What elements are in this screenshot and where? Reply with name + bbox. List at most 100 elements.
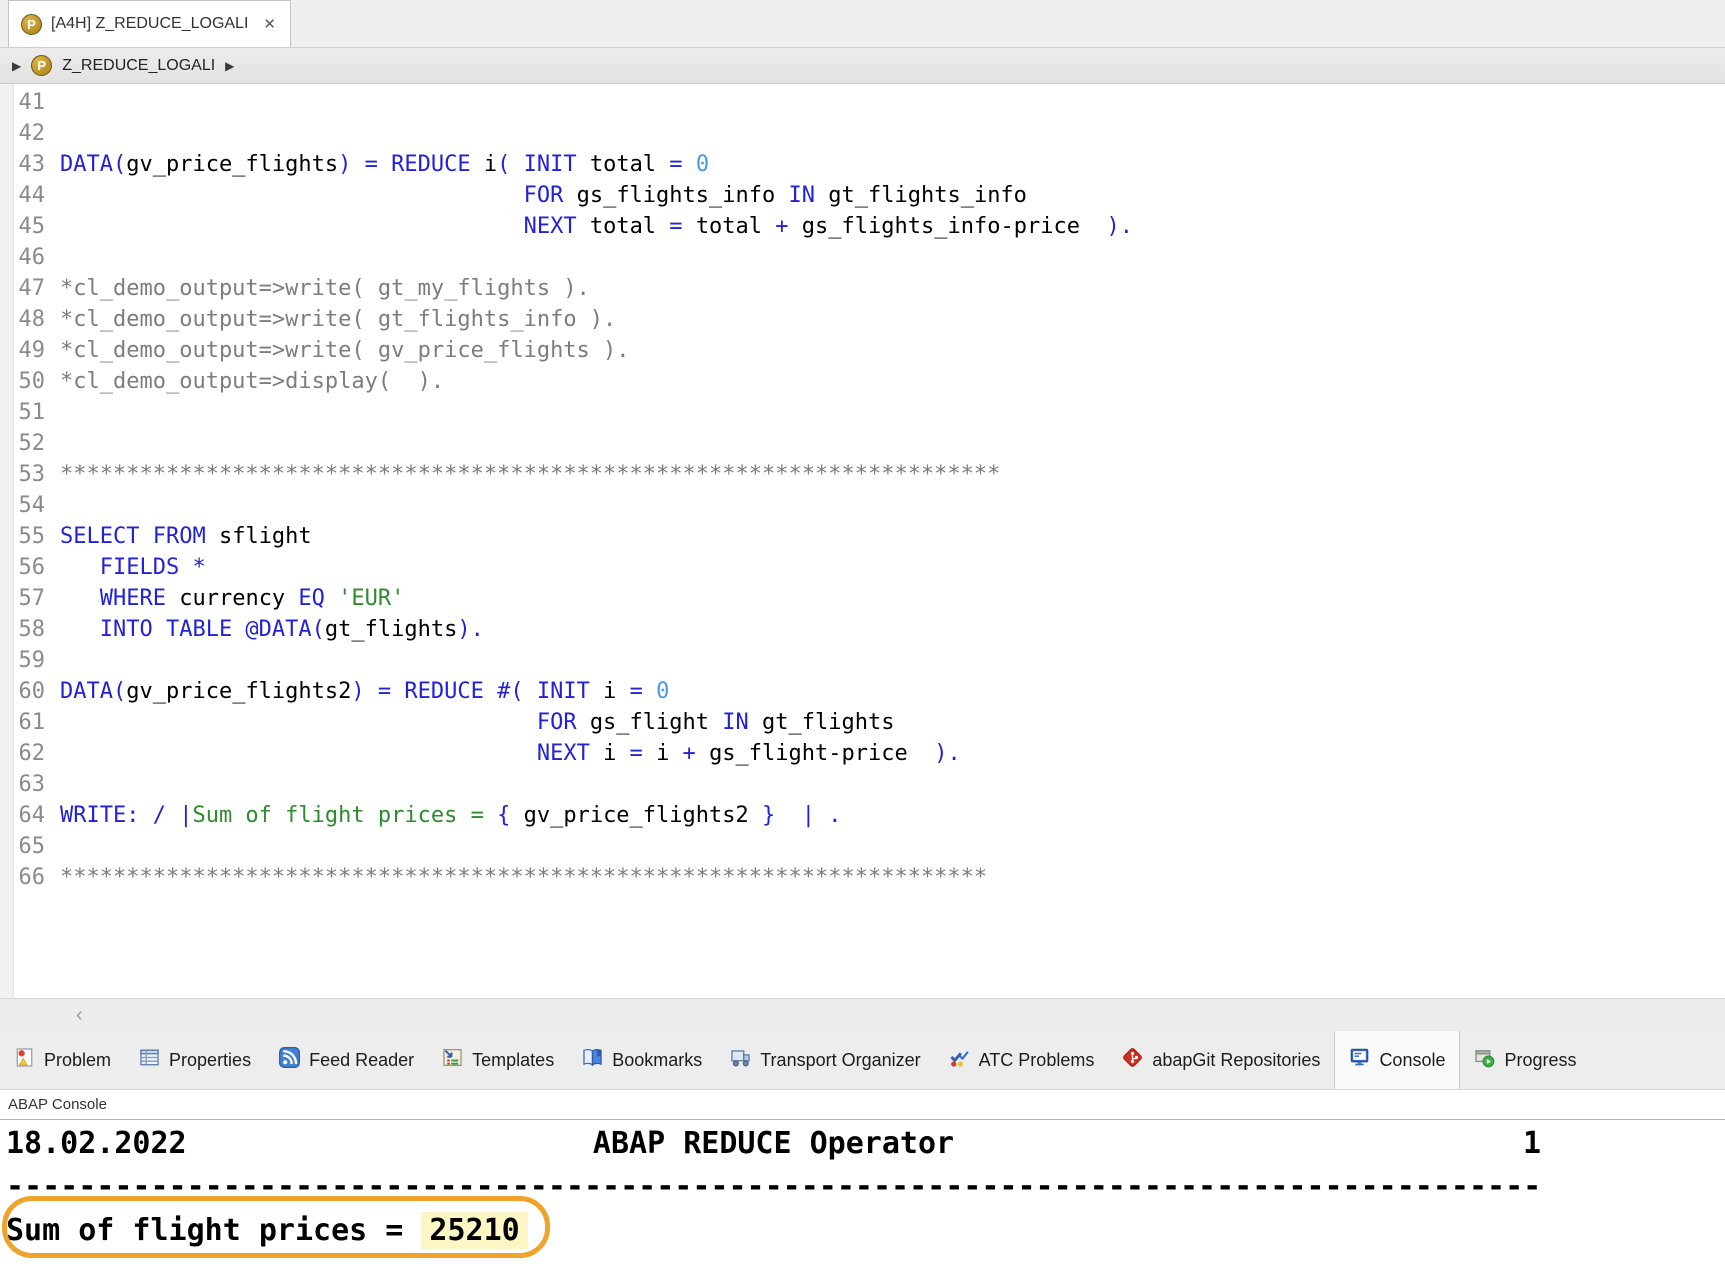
code-line[interactable]: 60 DATA(gv_price_flights2) = REDUCE #( IN… — [14, 676, 1725, 707]
code-line[interactable]: 49 *cl_demo_output=>write( gv_price_fligh… — [14, 335, 1725, 366]
console-inner: 18.02.2022 ABAP REDUCE Operator 1 ------… — [6, 1120, 1541, 1254]
annotation-ruler — [0, 84, 14, 998]
line-number: 59 — [18, 648, 46, 673]
code-line[interactable]: 47*cl_demo_output=>write( gt_my_flights … — [14, 273, 1725, 304]
code-line-text: NEXT total = total + gs_flights_info-pri… — [523, 214, 1133, 239]
code-line[interactable]: 46 — [14, 242, 1725, 273]
console-date: 18.02.2022 — [6, 1126, 187, 1161]
code-line[interactable]: 55 SELECT FROM sflight — [14, 521, 1725, 552]
code-line[interactable]: 45 NEXT total = total + gs_flights_info-… — [14, 211, 1725, 242]
code-line[interactable]: 61 FOR gs_flight IN gt_flights — [14, 707, 1725, 738]
code-line[interactable]: 50*cl_demo_output=>display( ). — [14, 366, 1725, 397]
code-line-text: ****************************************… — [60, 865, 988, 890]
code-line-text: *cl_demo_output=>write( gt_flights_info … — [60, 307, 617, 332]
line-number: 45 — [18, 214, 46, 239]
bookmarks-icon — [582, 1047, 603, 1073]
editor-tab-z-reduce-logali[interactable]: P [A4H] Z_REDUCE_LOGALI ✕ — [8, 0, 291, 47]
console-view-title: ABAP Console — [8, 1096, 107, 1113]
view-tab-properties[interactable]: Properties — [125, 1031, 265, 1089]
code-line[interactable]: 41 — [14, 87, 1725, 118]
code-line[interactable]: 48 *cl_demo_output=>write( gt_flights_inf… — [14, 304, 1725, 335]
code-line-text: *cl_demo_output=>write( gt_my_flights ). — [60, 276, 590, 301]
code-line[interactable]: 44 FOR gs_flights_info IN gt_flights_inf… — [14, 180, 1725, 211]
code-line-text: INTO TABLE @DATA(gt_flights). — [60, 617, 484, 642]
console-result-line: Sum of flight prices = 25210 — [6, 1208, 1541, 1254]
code-line[interactable]: 59 — [14, 645, 1725, 676]
code-line-text: DATA(gv_price_flights) = REDUCE i( INIT … — [60, 152, 710, 177]
line-number: 41 — [18, 90, 46, 115]
atc-icon — [949, 1047, 970, 1073]
line-number: 52 — [18, 431, 46, 456]
view-tab-console[interactable]: Console — [1334, 1031, 1461, 1089]
code-line-text: FOR gs_flight IN gt_flights — [536, 710, 895, 735]
line-number: 57 — [18, 586, 46, 611]
view-tab-problem[interactable]: Problem — [0, 1031, 125, 1089]
view-tab-label: abapGit Repositories — [1152, 1049, 1321, 1070]
code-line[interactable]: 57 WHERE currency EQ 'EUR' — [14, 583, 1725, 614]
horizontal-scrollbar[interactable]: ‹ — [0, 998, 1725, 1031]
code-line[interactable]: 58 INTO TABLE @DATA(gt_flights). — [14, 614, 1725, 645]
line-number: 44 — [18, 183, 46, 208]
code-line[interactable]: 52 — [14, 428, 1725, 459]
code-line-text: *cl_demo_output=>write( gv_price_flights… — [60, 338, 630, 363]
line-number: 49 — [18, 338, 46, 363]
code-line[interactable]: 42 — [14, 118, 1725, 149]
line-number: 66 — [18, 865, 46, 890]
code-line[interactable]: 54 — [14, 490, 1725, 521]
view-tab-bookmarks[interactable]: Bookmarks — [568, 1031, 716, 1089]
chevron-right-icon[interactable]: ▶ — [225, 58, 235, 73]
properties-icon — [139, 1047, 160, 1073]
view-tab-label: Feed Reader — [309, 1049, 415, 1070]
view-tab-progress[interactable]: Progress — [1460, 1031, 1590, 1089]
code-line-text: FOR gs_flights_info IN gt_flights_info — [523, 183, 1027, 208]
view-tab-atc-problems[interactable]: ATC Problems — [935, 1031, 1109, 1089]
templates-icon — [442, 1047, 463, 1073]
line-number: 48 — [18, 307, 46, 332]
code-line-text: WHERE currency EQ 'EUR' — [60, 586, 405, 611]
line-number: 54 — [18, 493, 46, 518]
view-tab-feed-reader[interactable]: Feed Reader — [265, 1031, 428, 1089]
view-tab-templates[interactable]: Templates — [428, 1031, 568, 1089]
code-line[interactable]: 56 FIELDS * — [14, 552, 1725, 583]
console-page-number: 1 — [1522, 1126, 1541, 1161]
abap-program-icon: P — [21, 13, 42, 35]
code-line-text: WRITE: / |Sum of flight prices = { gv_pr… — [60, 803, 842, 828]
code-line-text: DATA(gv_price_flights2) = REDUCE #( INIT… — [60, 679, 670, 704]
result-value: 25210 — [421, 1212, 528, 1249]
console-output: 18.02.2022 ABAP REDUCE Operator 1 ------… — [0, 1120, 1725, 1276]
scroll-left-icon[interactable]: ‹ — [76, 1003, 83, 1026]
line-number: 60 — [18, 679, 46, 704]
line-number: 46 — [18, 245, 46, 270]
abapgit-icon — [1122, 1047, 1143, 1073]
view-tab-label: Console — [1379, 1049, 1446, 1070]
line-number: 51 — [18, 400, 46, 425]
view-tab-label: ATC Problems — [978, 1049, 1095, 1070]
line-number: 50 — [18, 369, 46, 394]
line-number: 53 — [18, 462, 46, 487]
view-tab-abapgit-repositories[interactable]: abapGit Repositories — [1108, 1031, 1334, 1089]
chevron-right-icon[interactable]: ▶ — [12, 58, 22, 73]
breadcrumb-label[interactable]: Z_REDUCE_LOGALI — [62, 56, 216, 74]
code-line[interactable]: 51 — [14, 397, 1725, 428]
view-tab-label: Properties — [169, 1049, 252, 1070]
view-tab-transport-organizer[interactable]: Transport Organizer — [716, 1031, 934, 1089]
code-line-text: SELECT FROM sflight — [60, 524, 312, 549]
view-tab-label: Problem — [44, 1049, 112, 1070]
line-number: 63 — [18, 772, 46, 797]
editor-tab-label: [A4H] Z_REDUCE_LOGALI — [51, 15, 249, 32]
code-line[interactable]: 63 — [14, 769, 1725, 800]
code-line[interactable]: 66 **************************************… — [14, 862, 1725, 893]
view-tab-label: Transport Organizer — [760, 1049, 921, 1070]
view-tab-label: Templates — [472, 1049, 555, 1070]
code-line[interactable]: 53**************************************… — [14, 459, 1725, 490]
code-line[interactable]: 65 — [14, 831, 1725, 862]
close-icon[interactable]: ✕ — [263, 16, 276, 33]
code-line-text: FIELDS * — [60, 555, 206, 580]
line-number: 55 — [18, 524, 46, 549]
code-line[interactable]: 62 NEXT i = i + gs_flight-price ). — [14, 738, 1725, 769]
console-icon — [1349, 1047, 1370, 1073]
